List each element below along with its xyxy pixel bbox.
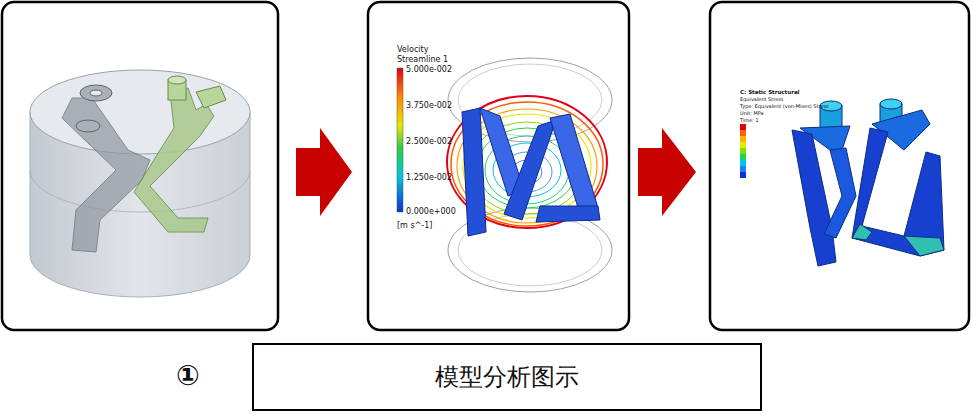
- legend-subtitle: Streamline 1: [397, 56, 448, 64]
- result-title: C: Static Structural: [740, 90, 799, 96]
- tick-value: 2.500e-002: [406, 138, 452, 146]
- stress-model: [792, 99, 944, 266]
- color-bar: [397, 68, 403, 212]
- red-arrow: [638, 128, 696, 216]
- legend-title: Velocity: [397, 46, 428, 54]
- streamline-plot: [447, 58, 612, 292]
- red-arrow: [296, 128, 352, 216]
- caption-box: 模型分析图示: [252, 343, 762, 411]
- cylinder-model: [30, 70, 250, 297]
- panel: [368, 2, 629, 330]
- result-time: Time: 1: [740, 118, 759, 123]
- callout-number: ①: [176, 362, 200, 390]
- tick-value: 0.000e+000: [406, 208, 456, 216]
- stress-legend-swatches: [740, 124, 746, 178]
- tick-value: 3.750e-002: [406, 102, 452, 110]
- result-unit: Unit: MPa: [740, 111, 764, 116]
- caption-text: 模型分析图示: [435, 361, 579, 393]
- tick-value: 5.000e-002: [406, 66, 452, 74]
- panel: [710, 2, 969, 330]
- panel: [2, 2, 278, 330]
- result-type: Type: Equivalent (von-Mises) Stress: [740, 104, 829, 109]
- tick-value: 1.250e-002: [406, 174, 452, 182]
- result-type: Equivalent Stress: [740, 97, 783, 102]
- unit-label: [m s^-1]: [397, 222, 432, 230]
